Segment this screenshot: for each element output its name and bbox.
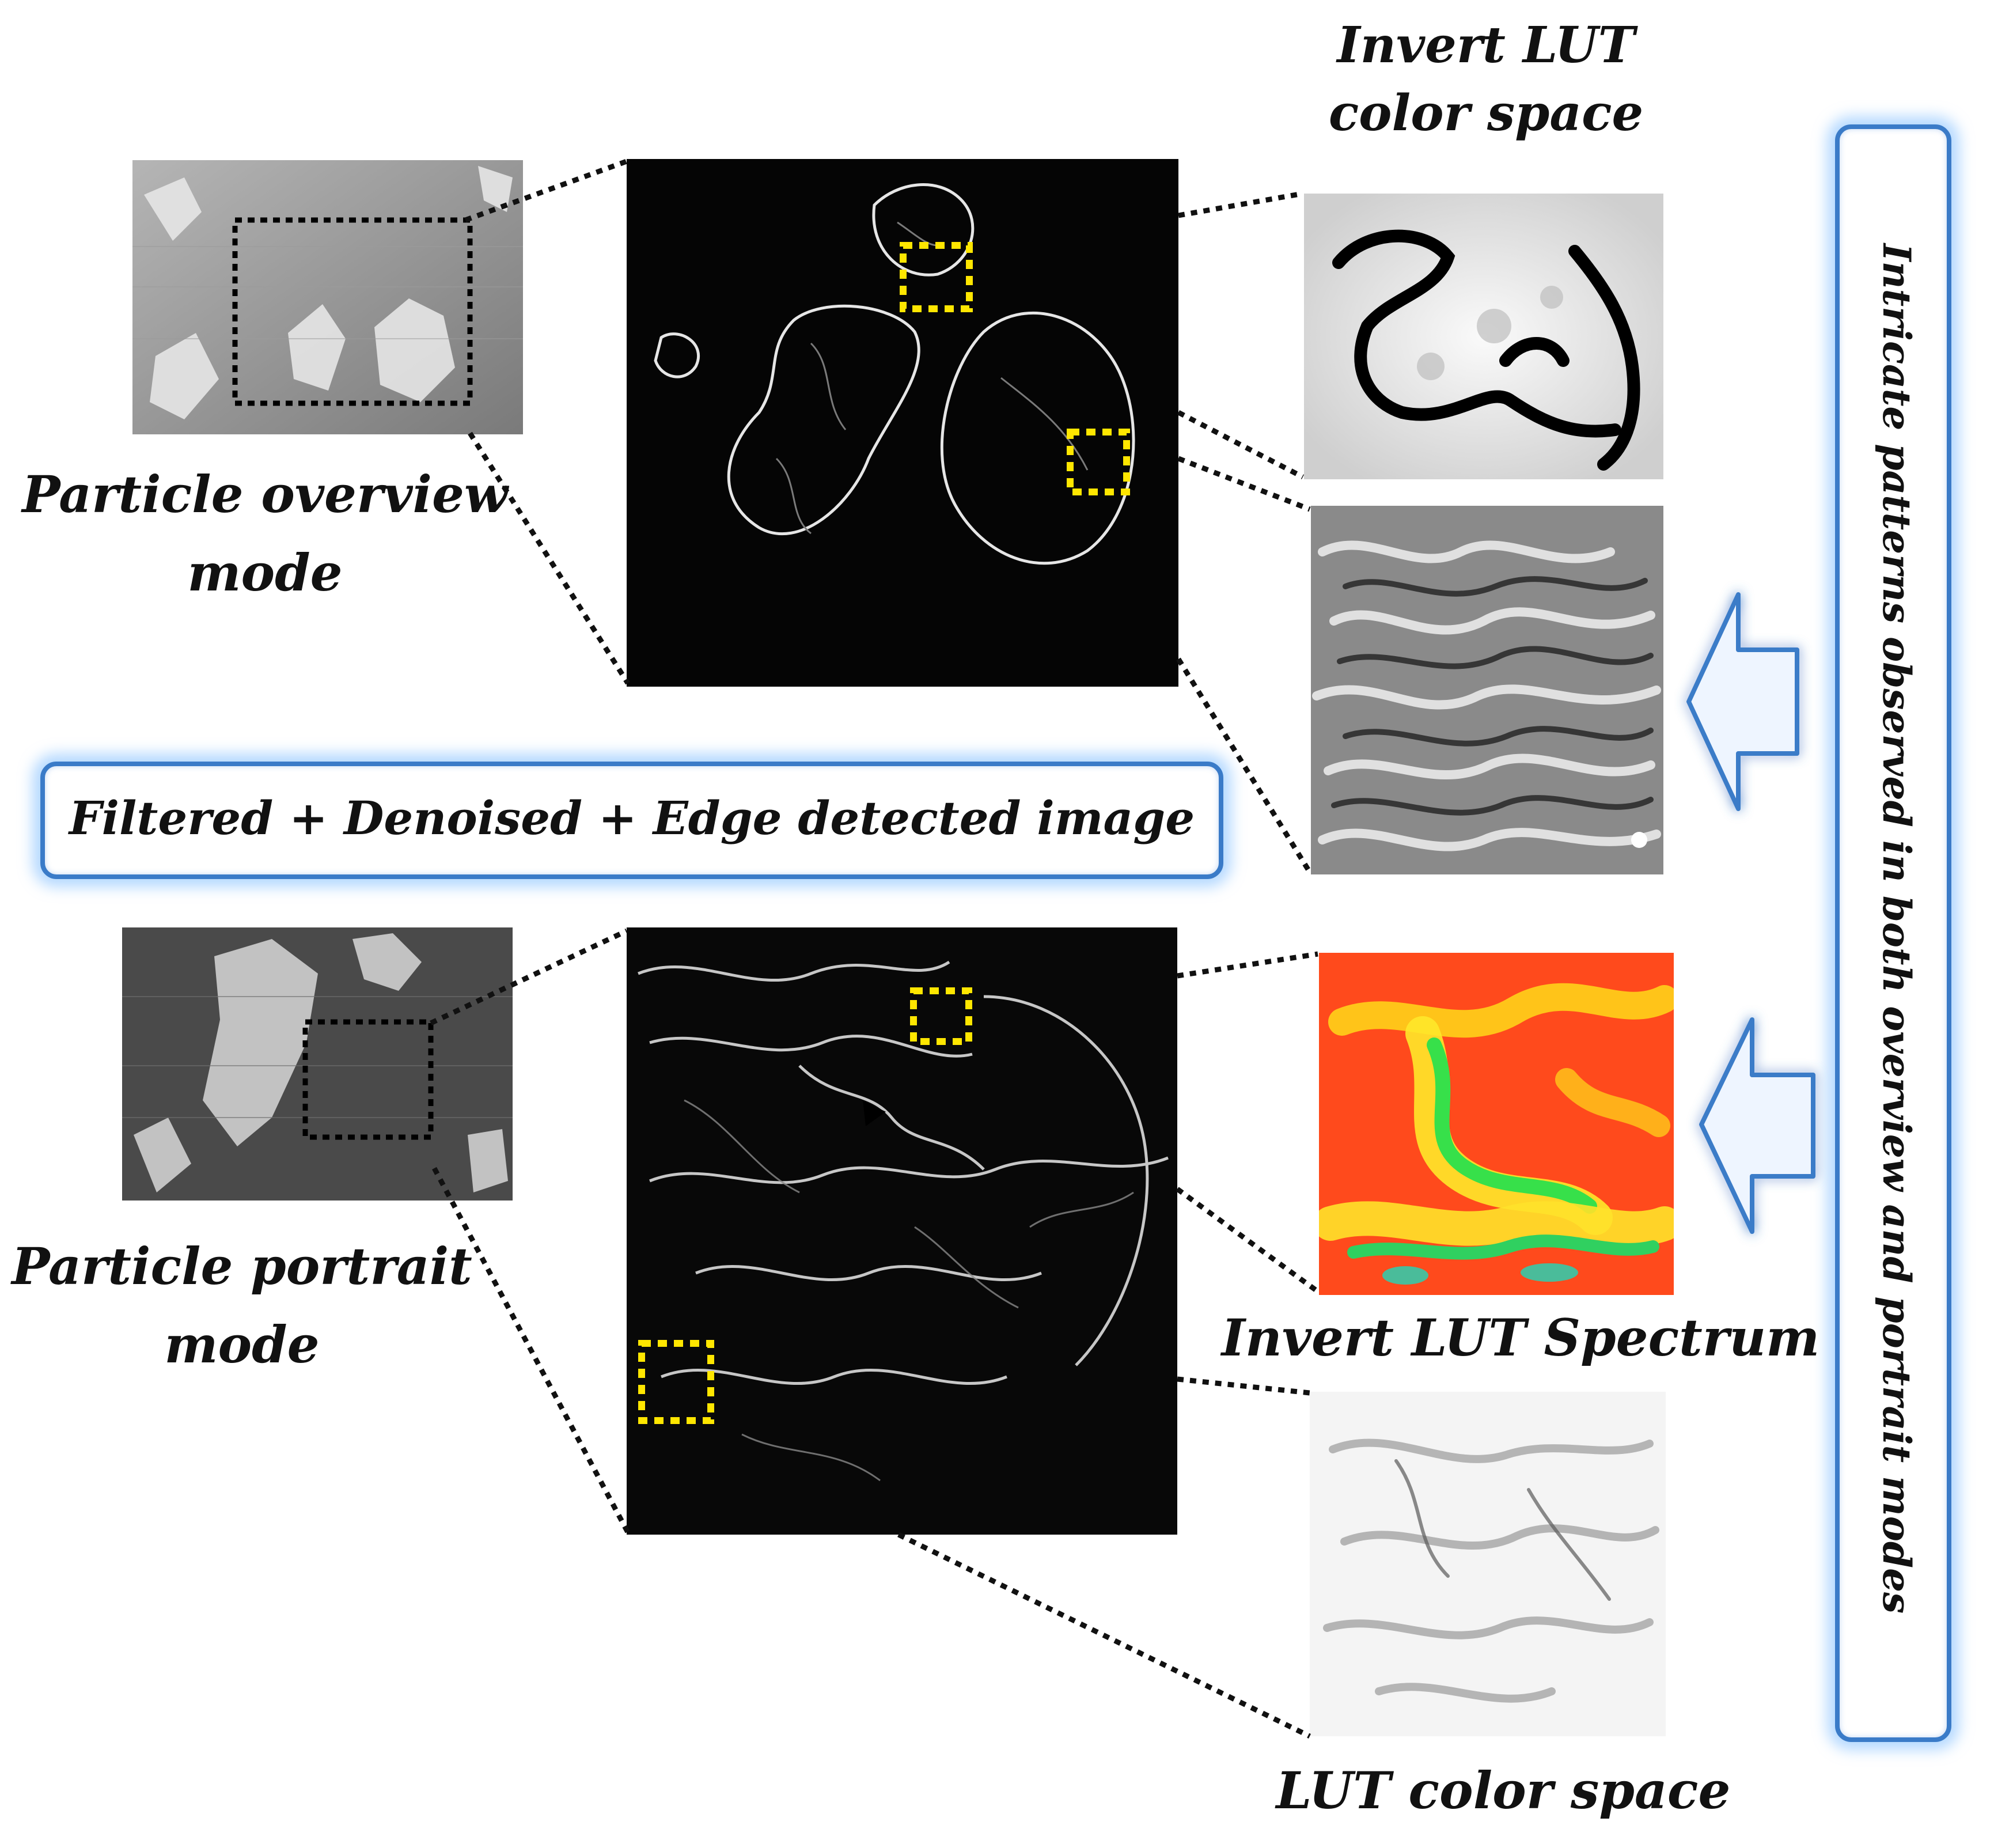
intricate-patterns-text: Intricate patterns observed in both over… (1874, 243, 1919, 1614)
filtered-banner: Filtered + Denoised + Edge detected imag… (40, 762, 1223, 879)
overview-thumbnail (132, 160, 523, 434)
lut-color-space-label: LUT color space (1276, 1760, 1731, 1820)
invert-lut-color-space-line1: Invert LUT (1337, 16, 1635, 74)
lut-color-space-image (1310, 1392, 1666, 1736)
invert-lut-color-space-line2: color space (1328, 84, 1644, 142)
invert-lut-texture-image (1311, 506, 1663, 874)
particle-overview-line2: mode (187, 543, 343, 603)
portrait-thumbnail (122, 927, 513, 1201)
invert-lut-color-space-label: Invert LUT color space (1284, 12, 1688, 147)
intricate-patterns-callout (1835, 124, 1951, 1742)
particle-portrait-line2: mode (164, 1315, 320, 1374)
particle-overview-label: Particle overview mode (12, 455, 518, 612)
portrait-edge-image (627, 927, 1177, 1535)
filtered-banner-text: Filtered + Denoised + Edge detected imag… (69, 791, 1195, 845)
invert-lut-spectrum-label: Invert LUT Spectrum (1221, 1308, 1820, 1368)
particle-portrait-line1: Particle portrait (12, 1236, 472, 1296)
invert-lut-color-space-image (1304, 194, 1663, 479)
overview-edge-image (627, 159, 1178, 687)
particle-overview-line1: Particle overview (22, 464, 508, 524)
invert-lut-spectrum-image (1319, 953, 1674, 1295)
particle-portrait-label: Particle portrait mode (6, 1227, 478, 1384)
